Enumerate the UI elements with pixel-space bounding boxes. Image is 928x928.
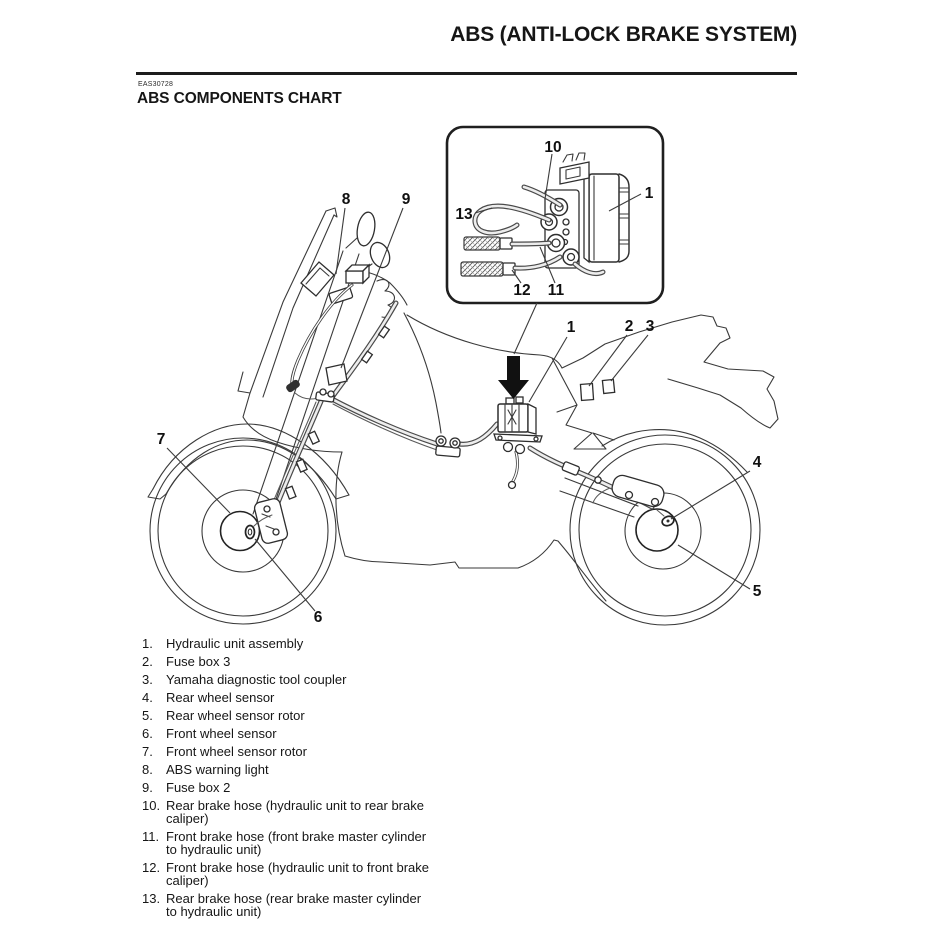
callout-5: 5 xyxy=(753,583,762,600)
rear-wheel xyxy=(569,434,761,626)
legend-item-text: Rear wheel sensor xyxy=(166,690,275,705)
inset-leader-lines xyxy=(474,153,642,284)
braided-hose-11 xyxy=(463,236,501,251)
callout-3: 3 xyxy=(646,318,655,335)
inset-detail-box: 10 13 1 12 11 xyxy=(445,125,665,305)
front-brake-caliper xyxy=(253,498,289,544)
callout-6: 6 xyxy=(314,609,323,626)
legend-item: 7. Front wheel sensor rotor xyxy=(142,745,472,758)
legend-item: 6. Front wheel sensor xyxy=(142,727,472,740)
legend-item-number: 4. xyxy=(142,690,153,705)
page-title: ABS (ANTI-LOCK BRAKE SYSTEM) xyxy=(450,23,797,46)
callout-inset-1: 1 xyxy=(645,185,654,202)
legend-item-text: Fuse box 3 xyxy=(166,654,231,669)
callout-inset-12: 12 xyxy=(513,282,530,299)
callout-8: 8 xyxy=(342,191,351,208)
legend-item: 12. Front brake hose (hydraulic unit to … xyxy=(142,861,472,887)
inset-hydraulic-unit xyxy=(540,152,630,269)
down-arrow xyxy=(498,356,529,399)
legend-item-text: ABS warning light xyxy=(166,762,269,777)
legend-item: 10. Rear brake hose (hydraulic unit to r… xyxy=(142,799,472,825)
legend-item: 11. Front brake hose (front brake master… xyxy=(142,830,472,856)
header-divider xyxy=(136,72,797,75)
legend-item: 13. Rear brake hose (rear brake master c… xyxy=(142,892,472,918)
diagnostic-tool-coupler xyxy=(601,378,616,395)
callout-9: 9 xyxy=(402,191,411,208)
legend-item-number: 1. xyxy=(142,636,153,651)
components-legend: 1. Hydraulic unit assembly 2. Fuse box 3… xyxy=(142,637,472,923)
fuse-box-2 xyxy=(325,363,348,386)
legend-item-text: Front wheel sensor rotor xyxy=(166,744,307,759)
legend-item-number: 9. xyxy=(142,780,153,795)
legend-item-number: 13. xyxy=(142,891,161,906)
legend-item-number: 11. xyxy=(142,829,160,844)
legend-item: 8. ABS warning light xyxy=(142,763,472,776)
rear-wheel-sensor-rotor xyxy=(635,508,679,552)
rear-wheel-sensor xyxy=(656,509,675,527)
legend-item-number: 6. xyxy=(142,726,153,741)
hose-crimp xyxy=(561,461,580,476)
legend-item-number: 7. xyxy=(142,744,153,759)
legend-item-text: Front wheel sensor xyxy=(166,726,277,741)
callout-inset-13: 13 xyxy=(455,206,473,223)
legend-item-text: Yamaha diagnostic tool coupler xyxy=(166,672,347,687)
front-cowl xyxy=(237,207,346,557)
callout-1: 1 xyxy=(567,319,576,336)
legend-item-text: Front brake hose (front brake master cyl… xyxy=(166,829,427,857)
legend-item-number: 5. xyxy=(142,708,153,723)
abs-warning-light xyxy=(300,261,371,297)
main-leader-lines xyxy=(166,207,751,612)
front-wheel xyxy=(149,437,337,625)
underside-line xyxy=(344,539,607,602)
legend-item: 5. Rear wheel sensor rotor xyxy=(142,709,472,722)
front-wheel-sensor xyxy=(244,514,273,540)
front-fender xyxy=(147,423,350,500)
legend-item-text: Fuse box 2 xyxy=(166,780,231,795)
legend-item-number: 8. xyxy=(142,762,153,777)
callout-4: 4 xyxy=(753,454,762,471)
hose-junction-cluster xyxy=(315,388,335,403)
braided-hose-12 xyxy=(460,261,504,277)
body-tail xyxy=(406,314,779,518)
legend-item: 4. Rear wheel sensor xyxy=(142,691,472,704)
legend-item-text: Rear brake hose (rear brake master cylin… xyxy=(166,891,422,919)
cable-clip xyxy=(286,379,300,393)
section-heading: ABS COMPONENTS CHART xyxy=(137,90,342,107)
frame-line xyxy=(403,312,442,434)
inset-locator xyxy=(498,302,538,399)
legend-item-number: 12. xyxy=(142,860,161,875)
legend-item-text: Hydraulic unit assembly xyxy=(166,636,304,651)
callout-7: 7 xyxy=(157,431,166,448)
main-callout-labels: 8 9 1 2 3 7 4 5 6 xyxy=(157,191,762,626)
brake-hose-routing xyxy=(270,300,655,510)
legend-item: 2. Fuse box 3 xyxy=(142,655,472,668)
legend-item-text: Rear wheel sensor rotor xyxy=(166,708,305,723)
hose-junction-block xyxy=(435,435,461,458)
legend-item: 9. Fuse box 2 xyxy=(142,781,472,794)
legend-item-number: 10. xyxy=(142,798,161,813)
hydraulic-unit xyxy=(493,396,543,455)
legend-item: 1. Hydraulic unit assembly xyxy=(142,637,472,650)
legend-item-number: 3. xyxy=(142,672,153,687)
inset-hoses xyxy=(460,184,606,277)
rear-brake-caliper xyxy=(592,474,665,508)
legend-item: 3. Yamaha diagnostic tool coupler xyxy=(142,673,472,686)
legend-item-text: Rear brake hose (hydraulic unit to rear … xyxy=(166,798,424,826)
fuse-box-3 xyxy=(579,382,595,402)
section-code: EAS30728 xyxy=(138,81,174,88)
hose-end-fitting xyxy=(507,480,517,490)
callout-inset-11: 11 xyxy=(548,282,565,299)
callout-inset-10: 10 xyxy=(544,139,561,156)
legend-item-number: 2. xyxy=(142,654,153,669)
callout-2: 2 xyxy=(625,318,634,335)
bike-components xyxy=(244,261,675,544)
legend-item-text: Front brake hose (hydraulic unit to fron… xyxy=(166,860,430,888)
